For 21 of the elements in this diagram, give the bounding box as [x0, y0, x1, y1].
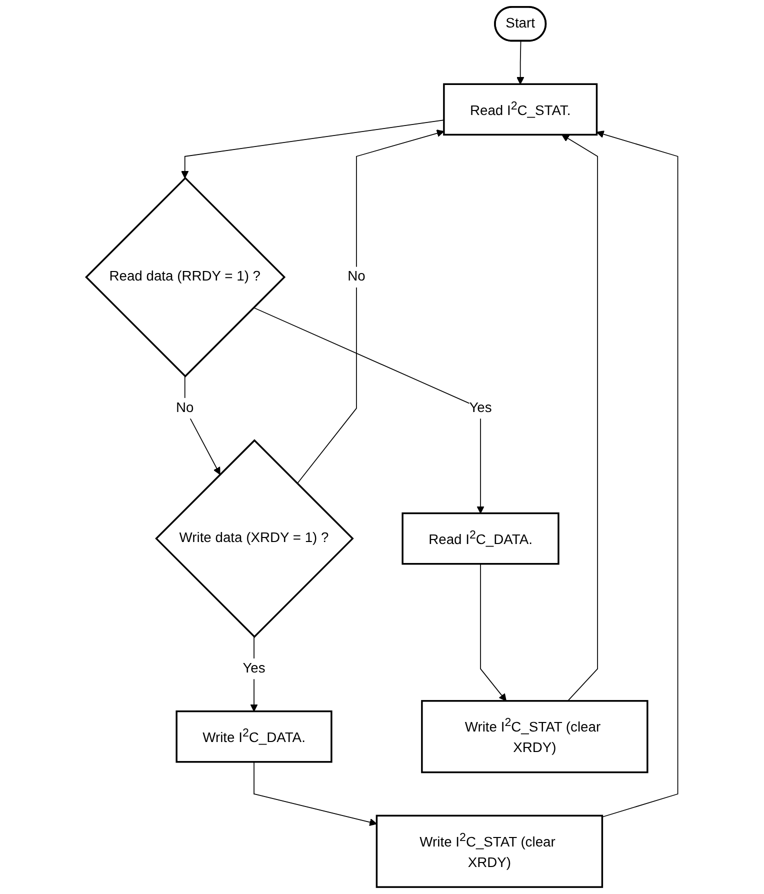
- edge-label: Yes: [242, 661, 266, 676]
- node-box: Read I$^{2}$C_DATA.: [402, 512, 560, 565]
- arrow: [184, 376, 220, 475]
- edge-label: No: [176, 400, 194, 416]
- arrow: [254, 761, 378, 826]
- node-box: Write I$^{2}$C_DATA.: [176, 710, 332, 763]
- node-box: Read I$^{2}$C_STAT.: [443, 83, 598, 136]
- arrow: [516, 40, 524, 84]
- arrow: [596, 130, 678, 818]
- arrow: [181, 120, 444, 178]
- node-box: Write I$^{2}$C_STAT (clear XRDY): [376, 814, 604, 888]
- arrow: [480, 563, 506, 702]
- node-diamond: Read data (RRDY = 1) ?: [85, 176, 286, 378]
- node-box: Write I$^{2}$C_STAT (clear XRDY): [421, 700, 648, 774]
- arrow: [562, 134, 598, 702]
- arrow: [250, 636, 258, 712]
- arrow: [253, 307, 484, 514]
- edge-label: Yes: [469, 400, 492, 416]
- edge-label: No: [348, 269, 366, 284]
- node-diamond: Write data (XRDY = 1) ?: [155, 439, 354, 638]
- arrow: [296, 130, 444, 484]
